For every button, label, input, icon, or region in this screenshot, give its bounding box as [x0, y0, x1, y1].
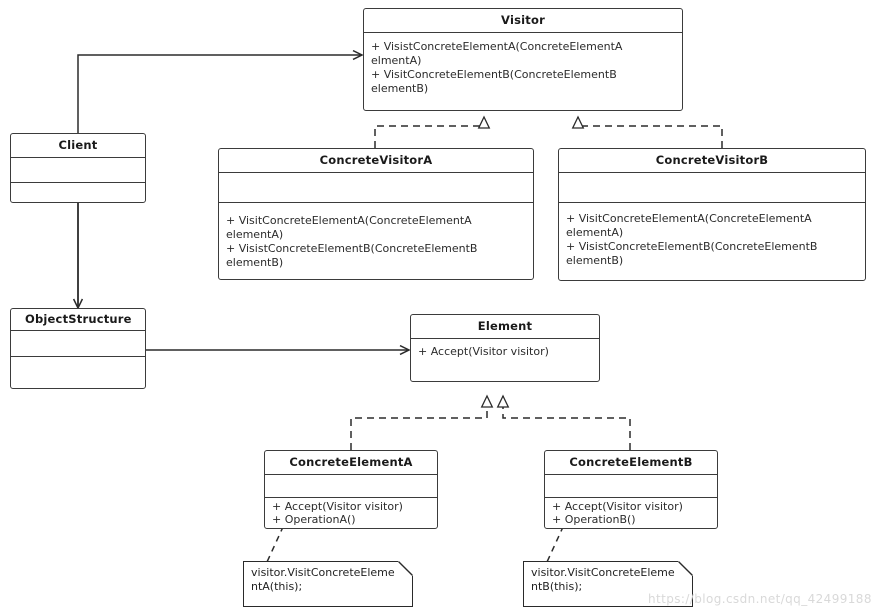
class-attributes-concreteelementb — [545, 475, 717, 498]
class-attributes-concretevisitora — [219, 173, 533, 203]
class-box-concretevisitora[interactable]: ConcreteVisitorA + VisitConcreteElementA… — [218, 148, 534, 280]
note-text: visitor.VisitConcreteElementA(this); — [251, 566, 395, 594]
connector-client-to-visitor — [77, 55, 362, 133]
class-operations-objectstructure — [11, 357, 145, 388]
class-attributes-objectstructure — [11, 331, 145, 357]
class-box-visitor[interactable]: Visitor + VisistConcreteElementA(Concret… — [363, 8, 683, 111]
operation-item: + VisistConcreteElementB(ConcreteElement… — [566, 240, 818, 268]
class-box-element[interactable]: Element + Accept(Visitor visitor) — [410, 314, 600, 382]
class-title-element: Element — [411, 315, 599, 339]
class-box-concreteelementa[interactable]: ConcreteElementA + Accept(Visitor visito… — [264, 450, 438, 529]
class-operations-concretevisitora: + VisitConcreteElementA(ConcreteElementA… — [219, 203, 533, 279]
class-title-concreteelementb: ConcreteElementB — [545, 451, 717, 475]
operation-item: + VisistConcreteElementA(ConcreteElement… — [371, 39, 623, 67]
connector-concretevisitora-to-visitor — [374, 115, 491, 148]
connector-concretevisitorb-to-visitor — [571, 115, 723, 148]
class-title-concreteelementa: ConcreteElementA — [265, 451, 437, 475]
note-background — [243, 561, 413, 607]
operation-item: + VisitConcreteElementA(ConcreteElementA… — [566, 212, 812, 240]
class-title-objectstructure: ObjectStructure — [11, 309, 145, 331]
watermark-text: https://blog.csdn.net/qq_42499188 — [648, 592, 872, 606]
operation-item: + OperationB() — [552, 512, 636, 526]
class-box-concretevisitorb[interactable]: ConcreteVisitorB + VisitConcreteElementA… — [558, 148, 866, 281]
class-box-objectstructure[interactable]: ObjectStructure — [10, 308, 146, 389]
class-operations-visitor: + VisistConcreteElementA(ConcreteElement… — [364, 33, 682, 110]
class-attributes-client — [11, 158, 145, 183]
connector-concreteelementa-to-element — [350, 394, 494, 450]
class-title-concretevisitorb: ConcreteVisitorB — [559, 149, 865, 173]
class-attributes-concretevisitorb — [559, 173, 865, 203]
operation-item: + VisistConcreteElementB(ConcreteElement… — [226, 241, 478, 269]
operation-item: + Accept(Visitor visitor) — [272, 499, 403, 513]
class-title-client: Client — [11, 134, 145, 158]
operation-item: + VisitConcreteElementA(ConcreteElementA… — [226, 213, 472, 241]
connector-concreteelementb-to-element — [496, 394, 631, 450]
operation-item: + Accept(Visitor visitor) — [552, 499, 683, 513]
note-concreteelementb[interactable]: visitor.VisitConcreteElementB(this); — [523, 561, 693, 607]
class-operations-concretevisitorb: + VisitConcreteElementA(ConcreteElementA… — [559, 203, 865, 280]
operation-item: + OperationA() — [272, 512, 356, 526]
class-box-concreteelementb[interactable]: ConcreteElementB + Accept(Visitor visito… — [544, 450, 718, 529]
note-text: visitor.VisitConcreteElementB(this); — [531, 566, 675, 594]
class-title-visitor: Visitor — [364, 9, 682, 33]
class-attributes-concreteelementa — [265, 475, 437, 498]
class-operations-element: + Accept(Visitor visitor) — [411, 339, 599, 381]
operation-item: + Accept(Visitor visitor) — [418, 344, 549, 358]
class-operations-concreteelementb: + Accept(Visitor visitor) + OperationB() — [545, 498, 717, 528]
class-operations-concreteelementa: + Accept(Visitor visitor) + OperationA() — [265, 498, 437, 528]
note-concreteelementa[interactable]: visitor.VisitConcreteElementA(this); — [243, 561, 413, 607]
class-box-client[interactable]: Client — [10, 133, 146, 203]
class-operations-client — [11, 183, 145, 202]
class-title-concretevisitora: ConcreteVisitorA — [219, 149, 533, 173]
operation-item: + VisitConcreteElementB(ConcreteElementB… — [371, 67, 617, 95]
note-background — [523, 561, 693, 607]
